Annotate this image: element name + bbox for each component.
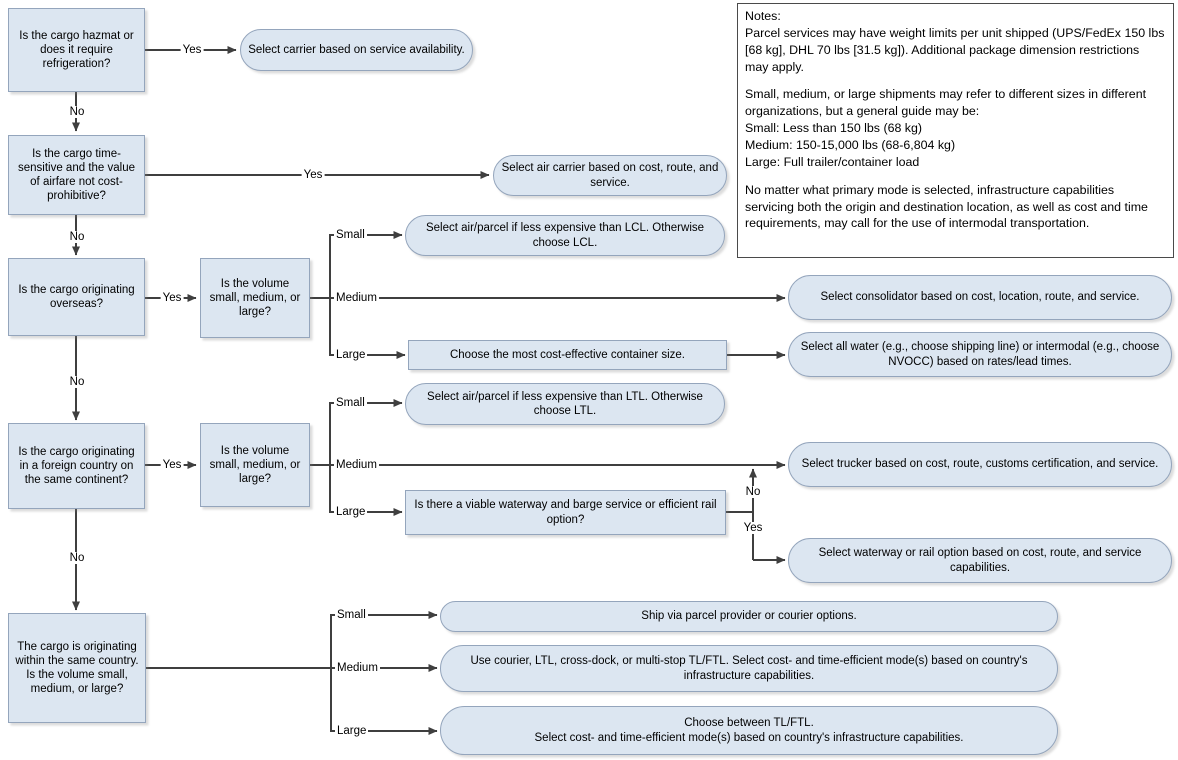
terminal-lcl: Select air/parcel if less expensive than… xyxy=(405,215,725,256)
terminal-trucker: Select trucker based on cost, route, cus… xyxy=(788,442,1172,487)
notes-paragraph-intermodal: No matter what primary mode is selected,… xyxy=(745,182,1148,231)
edge-label-small-overseas: Small xyxy=(334,229,367,241)
edge-label-yes-overseas: Yes xyxy=(160,292,184,304)
edge-label-large-foreign: Large xyxy=(334,506,368,518)
edge-label-medium-overseas: Medium xyxy=(334,292,379,304)
edge-label-no-waterway: No xyxy=(743,486,763,498)
decision-domestic-volume: The cargo is originating within the same… xyxy=(8,613,146,723)
decision-hazmat: Is the cargo hazmat or does it require r… xyxy=(8,8,145,92)
decision-foreign-continent: Is the cargo originating in a foreign co… xyxy=(8,423,145,509)
decision-overseas: Is the cargo originating overseas? xyxy=(8,258,145,336)
edge-label-no-hazmat: No xyxy=(67,106,87,118)
edge-label-yes-waterway: Yes xyxy=(741,522,765,534)
decision-volume-foreign: Is the volume small, medium, or large? xyxy=(200,423,310,507)
notes-box: Notes: Parcel services may have weight l… xyxy=(737,3,1174,258)
edge-label-no-time: No xyxy=(67,231,87,243)
edge-label-no-overseas: No xyxy=(67,376,87,388)
notes-paragraph-size-guide: Small, medium, or large shipments may re… xyxy=(745,87,1147,169)
notes-paragraph-parcel-limits: Parcel services may have weight limits p… xyxy=(745,25,1165,74)
edge-label-yes-foreign: Yes xyxy=(160,459,184,471)
edge-label-medium-foreign: Medium xyxy=(334,459,379,471)
edge-label-small-domestic: Small xyxy=(335,609,368,621)
edge-label-yes-time: Yes xyxy=(301,169,325,181)
terminal-parcel-courier: Ship via parcel provider or courier opti… xyxy=(440,601,1058,632)
terminal-air-carrier: Select air carrier based on cost, route,… xyxy=(493,155,727,196)
terminal-service-availability: Select carrier based on service availabi… xyxy=(240,29,473,71)
edge-label-no-foreign: No xyxy=(67,552,87,564)
edge-label-yes-hazmat: Yes xyxy=(180,44,204,56)
decision-waterway: Is there a viable waterway and barge ser… xyxy=(405,490,726,535)
decision-time-sensitive: Is the cargo time-sensitive and the valu… xyxy=(8,135,145,215)
terminal-consolidator: Select consolidator based on cost, locat… xyxy=(788,275,1172,320)
edge-label-medium-domestic: Medium xyxy=(335,662,380,674)
terminal-multi-mode: Use courier, LTL, cross-dock, or multi-s… xyxy=(440,645,1058,692)
decision-volume-overseas: Is the volume small, medium, or large? xyxy=(200,258,310,338)
edge-label-large-overseas: Large xyxy=(334,349,368,361)
terminal-waterway-rail: Select waterway or rail option based on … xyxy=(788,538,1172,583)
process-container-size: Choose the most cost-effective container… xyxy=(408,340,727,370)
terminal-tl-ftl: Choose between TL/FTL. Select cost- and … xyxy=(440,706,1058,755)
terminal-all-water: Select all water (e.g., choose shipping … xyxy=(788,332,1172,377)
edge-label-large-domestic: Large xyxy=(335,725,369,737)
edge-label-small-foreign: Small xyxy=(334,397,367,409)
notes-title: Notes: xyxy=(745,9,781,23)
terminal-ltl: Select air/parcel if less expensive than… xyxy=(405,383,725,425)
